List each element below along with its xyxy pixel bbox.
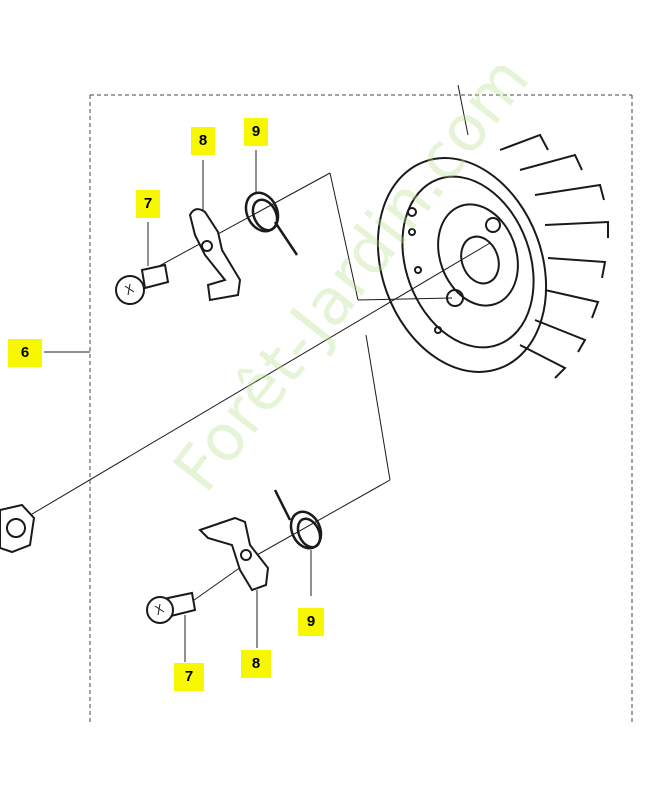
callout-7-top: 7 bbox=[136, 190, 160, 218]
callout-9-bottom: 9 bbox=[298, 608, 324, 636]
callout-8-top: 8 bbox=[191, 127, 215, 155]
flywheel-nut bbox=[0, 503, 36, 554]
assembly-lines bbox=[21, 172, 491, 611]
screw-top bbox=[115, 263, 170, 305]
spring-bottom bbox=[273, 489, 323, 550]
spring-top bbox=[244, 191, 299, 256]
assembly-boundary bbox=[89, 94, 633, 722]
callout-8-bottom: 8 bbox=[241, 650, 271, 678]
flywheel bbox=[376, 84, 609, 379]
callout-6: 6 bbox=[8, 339, 42, 367]
screw-bottom bbox=[146, 591, 197, 624]
callout-9-top: 9 bbox=[244, 118, 268, 146]
callout-7-bottom: 7 bbox=[174, 663, 204, 691]
pawl-bottom bbox=[198, 516, 270, 592]
pawl-top bbox=[188, 208, 242, 302]
